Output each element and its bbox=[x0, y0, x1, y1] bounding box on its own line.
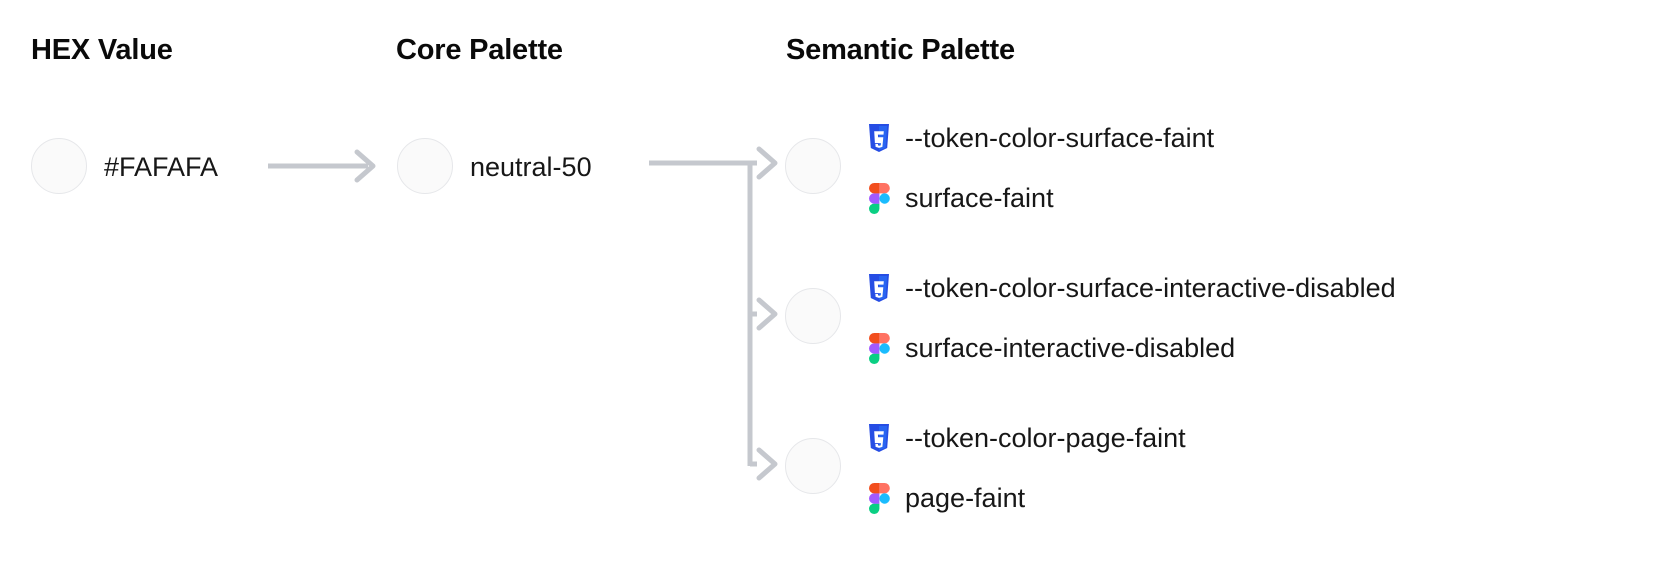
column-heading-hex-value: HEX Value bbox=[31, 34, 173, 66]
hex-value-label: #FAFAFA bbox=[104, 152, 219, 182]
css3-icon bbox=[866, 423, 892, 453]
css-token-line: --token-color-surface-faint bbox=[866, 115, 1214, 161]
figma-icon bbox=[866, 182, 892, 214]
figma-token-name: surface-faint bbox=[905, 182, 1054, 213]
swatch-semantic-token-1 bbox=[785, 288, 841, 344]
css-token-line: --token-color-page-faint bbox=[866, 415, 1186, 461]
css3-icon bbox=[866, 273, 892, 303]
swatch-semantic-token-0 bbox=[785, 138, 841, 194]
css-token-name: --token-color-surface-faint bbox=[905, 122, 1215, 153]
figma-token-line: surface-faint bbox=[866, 175, 1214, 221]
css-token-line: --token-color-surface-interactive-disabl… bbox=[866, 265, 1396, 311]
figma-token-name: page-faint bbox=[905, 482, 1026, 513]
figma-token-line: surface-interactive-disabled bbox=[866, 325, 1396, 371]
semantic-token-row: --token-color-surface-faint surface-fain… bbox=[866, 115, 1214, 221]
core-palette-label: neutral-50 bbox=[470, 152, 592, 182]
arrow-hex-to-core bbox=[268, 149, 376, 183]
figma-icon bbox=[866, 482, 892, 514]
figma-token-name: surface-interactive-disabled bbox=[905, 332, 1236, 363]
figma-token-line: page-faint bbox=[866, 475, 1186, 521]
figma-icon bbox=[866, 332, 892, 364]
semantic-token-row: --token-color-surface-interactive-disabl… bbox=[866, 265, 1396, 371]
swatch-semantic-token-2 bbox=[785, 438, 841, 494]
semantic-token-row: --token-color-page-faint page-faint bbox=[866, 415, 1186, 521]
css3-icon bbox=[866, 123, 892, 153]
css-token-name: --token-color-surface-interactive-disabl… bbox=[905, 272, 1396, 303]
swatch-hex-value bbox=[31, 138, 87, 194]
css-token-name: --token-color-page-faint bbox=[905, 422, 1186, 453]
column-heading-core-palette: Core Palette bbox=[396, 34, 563, 66]
column-heading-semantic-palette: Semantic Palette bbox=[786, 34, 1015, 66]
swatch-core-palette bbox=[397, 138, 453, 194]
arrow-core-to-semantic-branches bbox=[649, 146, 778, 481]
